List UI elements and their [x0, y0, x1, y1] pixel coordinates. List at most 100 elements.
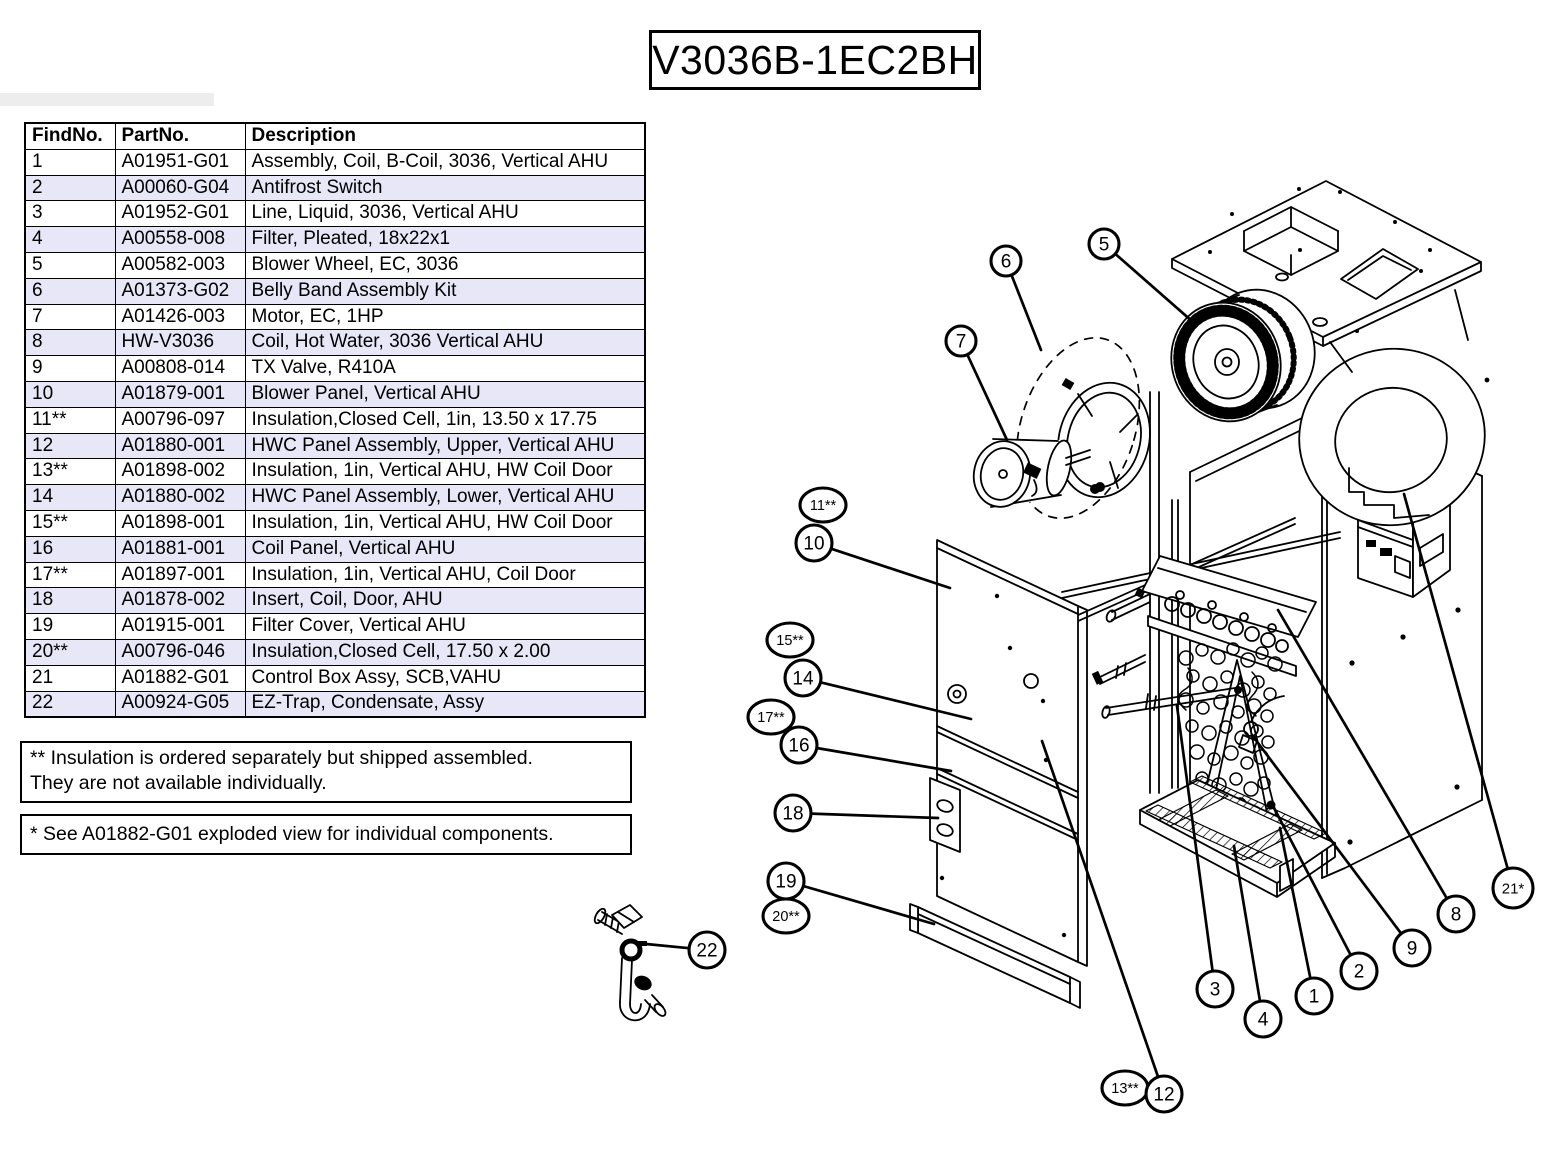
callout-balloon-3 — [1195, 969, 1235, 1009]
callout-leader-21* — [1402, 492, 1510, 871]
motor-shaft — [1065, 449, 1091, 466]
callout-label: 17** — [757, 710, 785, 726]
callout-label: 9 — [1407, 939, 1418, 960]
table-cell: Insulation, 1in, Vertical AHU, HW Coil D… — [244, 509, 646, 537]
table-cell: A00558-008 — [114, 226, 246, 253]
table-cell: 14 — [24, 484, 116, 511]
table-cell: Coil Panel, Vertical AHU — [244, 535, 646, 563]
table-cell: Belly Band Assembly Kit — [244, 277, 646, 305]
callout-leader-19 — [801, 884, 936, 926]
table-cell: Blower Panel, Vertical AHU — [244, 380, 646, 408]
coil-tubing — [1177, 642, 1283, 821]
callout-label: 13** — [1111, 1081, 1139, 1097]
callout-balloon-19 — [766, 861, 806, 901]
table-cell: 2 — [24, 174, 116, 202]
panel-screw-dots — [1347, 377, 1490, 845]
note-line: * See A01882-G01 exploded view for indiv… — [30, 823, 554, 845]
callout-leader-10 — [829, 547, 952, 590]
coil-door-insert — [929, 777, 961, 853]
table-cell: 5 — [24, 251, 116, 279]
callout-balloon-15** — [765, 621, 815, 659]
callout-leader-1 — [1278, 826, 1312, 980]
table-cell: Insulation, 1in, Vertical AHU, HW Coil D… — [244, 458, 646, 486]
callout-label: 12 — [1153, 1085, 1174, 1106]
table-cell: A01951-G01 — [114, 148, 246, 176]
callout-label: 3 — [1210, 980, 1221, 1001]
table-cell: Control Box Assy, SCB,VAHU — [244, 664, 646, 692]
callout-label: 18 — [782, 804, 803, 825]
table-cell: Insulation,Closed Cell, 1in, 13.50 x 17.… — [244, 406, 646, 434]
ez-trap — [593, 904, 667, 1022]
callout-leader-9 — [1250, 733, 1403, 935]
callout-balloon-9 — [1392, 928, 1432, 968]
table-cell: 3 — [24, 200, 116, 228]
table-cell: Coil, Hot Water, 3036 Vertical AHU — [244, 329, 646, 357]
table-cell: TX Valve, R410A — [244, 355, 646, 382]
table-cell: Blower Wheel, EC, 3036 — [244, 251, 646, 279]
housing-cutoff — [1348, 467, 1430, 519]
table-cell: Assembly, Coil, B-Coil, 3036, Vertical A… — [244, 148, 646, 176]
callout-balloon-14 — [783, 658, 823, 698]
cabinet — [1189, 377, 1490, 879]
front-panel — [936, 539, 1088, 967]
table-cell: A01373-G02 — [114, 277, 246, 305]
callout-balloon-4 — [1243, 999, 1283, 1039]
callout-balloon-11** — [798, 486, 848, 524]
table-cell: A01426-003 — [114, 303, 246, 331]
callout-label: 6 — [1001, 252, 1012, 273]
blower-motor — [972, 438, 1105, 509]
table-cell: 19 — [24, 613, 116, 640]
tx-valve — [1238, 695, 1285, 754]
table-cell: A01897-001 — [114, 561, 246, 589]
table-cell: EZ-Trap, Condensate, Assy — [244, 690, 646, 718]
table-cell: 12 — [24, 432, 116, 460]
table-cell: A00796-097 — [114, 406, 246, 434]
drain-pan — [1139, 775, 1336, 898]
coil-tube-bends — [1164, 590, 1289, 653]
callout-label: 8 — [1451, 905, 1462, 926]
table-cell: A00582-003 — [114, 251, 246, 279]
callout-leader-4 — [1232, 844, 1262, 1003]
callout-label: 2 — [1354, 962, 1365, 983]
table-cell: 1 — [24, 148, 116, 176]
callout-balloon-5 — [1087, 227, 1121, 261]
callout-label: 14 — [792, 669, 814, 690]
table-cell: A01952-G01 — [114, 200, 246, 228]
hw-supply-pipes — [1091, 587, 1151, 685]
table-cell: 20** — [24, 638, 116, 666]
cabinet-channels — [1149, 391, 1179, 794]
table-cell: HW-V3036 — [114, 329, 246, 357]
table-cell: Line, Liquid, 3036, Vertical AHU — [244, 200, 646, 228]
table-header-row: FindNo.PartNo.Description — [24, 122, 646, 150]
callout-leader-8 — [1276, 608, 1449, 900]
callout-label: 5 — [1099, 235, 1110, 256]
callout-label: 22 — [696, 941, 717, 962]
panel-seam-upper — [936, 725, 1079, 799]
callouts-layer: 56711**1015**1417**16181920**2213**12341… — [644, 227, 1535, 1114]
table-cell: A01882-G01 — [114, 664, 246, 692]
table-column-header: PartNo. — [114, 122, 246, 150]
callout-balloon-21* — [1491, 866, 1535, 910]
callout-leader-18 — [809, 812, 940, 820]
table-cell: HWC Panel Assembly, Upper, Vertical AHU — [244, 432, 646, 460]
table-cell: 17** — [24, 561, 116, 589]
callout-balloon-2 — [1339, 951, 1379, 991]
table-cell: A00796-046 — [114, 638, 246, 666]
table-cell: 4 — [24, 226, 116, 253]
callout-leader-14 — [819, 680, 973, 721]
table-cell: 18 — [24, 587, 116, 615]
table-cell: 11** — [24, 406, 116, 434]
table-cell: Motor, EC, 1HP — [244, 303, 646, 331]
callout-leader-5 — [1113, 252, 1195, 324]
